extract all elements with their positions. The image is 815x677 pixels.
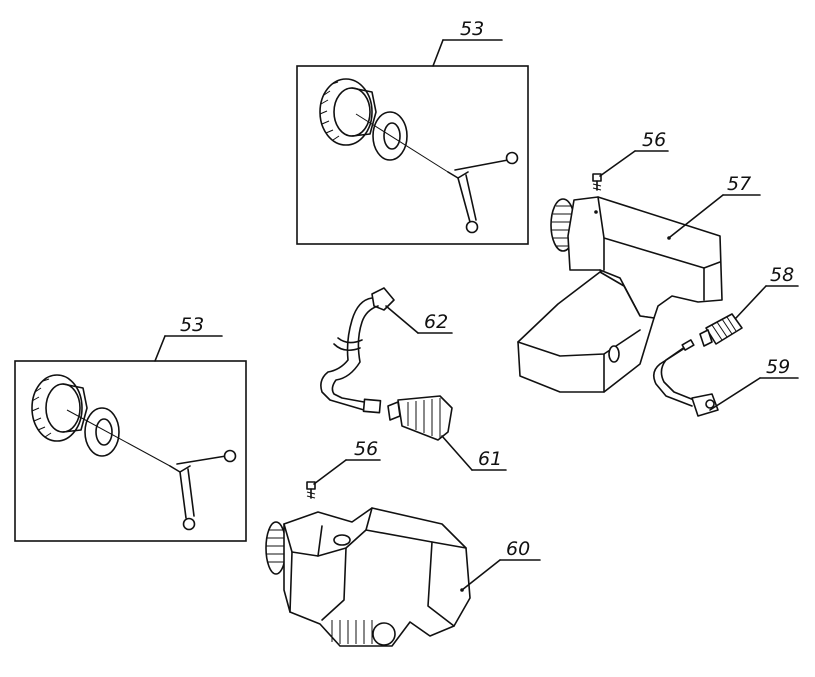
inset-fuel-cap-left [14,360,247,542]
fuel-tank [265,507,471,647]
callout-59: 59 [766,356,790,378]
callout-56-top: 56 [642,129,666,151]
gasket-ring-left [84,407,120,457]
callout-56-bottom: 56 [354,438,378,460]
callout-61: 61 [478,448,502,470]
screw-bottom [306,481,316,499]
fuel-cap-left [31,374,88,442]
oil-filter-fitting [699,313,743,347]
fuel-filter [387,395,453,441]
inset-fuel-cap-top [296,65,529,245]
fuel-cap-top [319,78,377,146]
cap-tether-top [355,113,519,234]
callout-58: 58 [770,264,794,286]
oil-tank [517,196,723,393]
fuel-hose [320,287,395,414]
screw-top [592,173,602,191]
callout-53-left: 53 [180,314,204,336]
oil-hose [652,339,719,417]
callout-62: 62 [424,311,448,333]
callout-57: 57 [727,173,751,195]
callout-53-top: 53 [460,18,484,40]
cap-tether-left [66,409,237,531]
callout-60: 60 [506,538,530,560]
